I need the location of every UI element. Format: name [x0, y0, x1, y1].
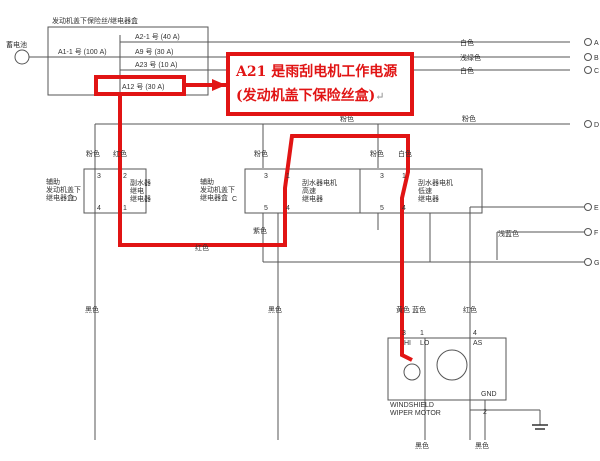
motor-pin-3: 3 — [402, 330, 406, 337]
wire-pink-r3: 粉色 — [370, 149, 384, 158]
motor-title-2: WIPER MOTOR — [390, 410, 441, 417]
motor-lo: LO — [420, 340, 430, 347]
connector-g-label: G — [594, 260, 599, 267]
callout-return-mark: ↵ — [375, 90, 385, 103]
motor-gnd: GND — [481, 391, 497, 398]
pin-r3-3: 3 — [380, 173, 384, 180]
wire-pink-bus: 粉色 — [340, 114, 354, 123]
connector-g — [584, 258, 592, 266]
fuse-box-title: 发动机盖下保险丝/继电器盒 — [52, 16, 138, 25]
pin-c5: 5 — [264, 205, 268, 212]
auto-stop-symbol — [436, 349, 468, 381]
wire-yellow: 黄色 — [396, 305, 410, 314]
wire-red-motor: 红色 — [463, 305, 477, 314]
pin-c3: 3 — [264, 173, 268, 180]
fuse-a2-1: A2-1 号 (40 A) — [135, 33, 180, 41]
motor-pin-1: 1 — [420, 330, 424, 337]
connector-f-label: F — [594, 230, 598, 237]
wire-black-1: 黑色 — [85, 305, 99, 314]
connector-e-label: E — [594, 205, 599, 212]
relay2-label: 刮水器电机高速继电器 — [302, 178, 337, 203]
ground-symbol — [532, 424, 548, 430]
wire-light-green: 浅绿色 — [460, 53, 481, 62]
connector-c — [584, 66, 592, 74]
aux-c-letter: C — [232, 196, 237, 203]
fuse-a23: A23 号 (10 A) — [135, 61, 177, 69]
motor-as: AS — [473, 340, 483, 347]
wire-pink-c: 粉色 — [254, 149, 268, 158]
connector-e — [584, 203, 592, 211]
main-fuse-label: A1-1 号 (100 A) — [58, 48, 107, 56]
aux-relay-box-d-label: 辅助发动机盖下继电器盒 — [46, 177, 81, 202]
wire-black-4: 黑色 — [475, 441, 489, 450]
wire-white-a: 白色 — [460, 38, 474, 47]
wire-light-blue: 浅蓝色 — [498, 229, 519, 238]
wire-black-3: 黑色 — [415, 441, 429, 450]
battery-symbol — [14, 49, 30, 65]
wire-black-2: 黑色 — [268, 305, 282, 314]
wire-pink-right: 粉色 — [462, 114, 476, 123]
fuse-a9: A9 号 (30 A) — [135, 48, 174, 56]
relay-box-d — [83, 168, 147, 214]
motor-pin-2: 2 — [483, 409, 487, 416]
connector-f — [584, 228, 592, 236]
connector-c-label: C — [594, 68, 599, 75]
pin-c4: 4 — [286, 205, 290, 212]
relay1-label: 副水器继电继电器 — [130, 178, 151, 203]
power-path-highlight — [94, 75, 413, 362]
wiper-motor-box — [387, 337, 507, 401]
aux-d-letter: D — [72, 196, 77, 203]
wire-purple: 紫色 — [253, 226, 267, 235]
connector-d-label: D — [594, 122, 599, 129]
wire-white-c: 白色 — [460, 66, 474, 75]
pin-r3-4: 4 — [402, 205, 406, 212]
connector-b-label: B — [594, 55, 599, 62]
aux-relay-box-c-label: 辅助发动机盖下继电器盒 — [200, 177, 235, 202]
wiper-motor-symbol — [403, 363, 421, 381]
pin-d3: 3 — [97, 173, 101, 180]
pin-r3-5: 5 — [380, 205, 384, 212]
relay-box-c — [244, 168, 483, 214]
relay3-label: 刮水器电机低速继电器 — [418, 178, 453, 203]
pin-r3-1: 1 — [402, 173, 406, 180]
wire-blue: 蓝色 — [412, 305, 426, 314]
wire-red-d: 红色 — [113, 149, 127, 158]
connector-b — [584, 53, 592, 61]
wire-pink-d: 粉色 — [86, 149, 100, 158]
annotation-callout: A21 是雨刮电机工作电源 (发动机盖下保险丝盒)↵ — [226, 52, 414, 116]
battery-label: 蓄电池 — [6, 40, 27, 49]
connector-d — [584, 120, 592, 128]
motor-hi: HI — [404, 340, 411, 347]
pin-d4: 4 — [97, 205, 101, 212]
pin-d1: 1 — [123, 205, 127, 212]
wire-white-r3: 白色 — [398, 149, 412, 158]
fuse-a12: A12 号 (30 A) — [122, 83, 164, 91]
connector-a — [584, 38, 592, 46]
connector-a-label: A — [594, 40, 599, 47]
motor-pin-4: 4 — [473, 330, 477, 337]
motor-title-1: WINDSHIELD — [390, 402, 434, 409]
wire-red-mid: 红色 — [195, 243, 209, 252]
callout-text: A21 是雨刮电机工作电源 (发动机盖下保险丝盒) — [236, 64, 398, 104]
pin-d2: 2 — [123, 173, 127, 180]
pin-c1: 1 — [286, 173, 290, 180]
